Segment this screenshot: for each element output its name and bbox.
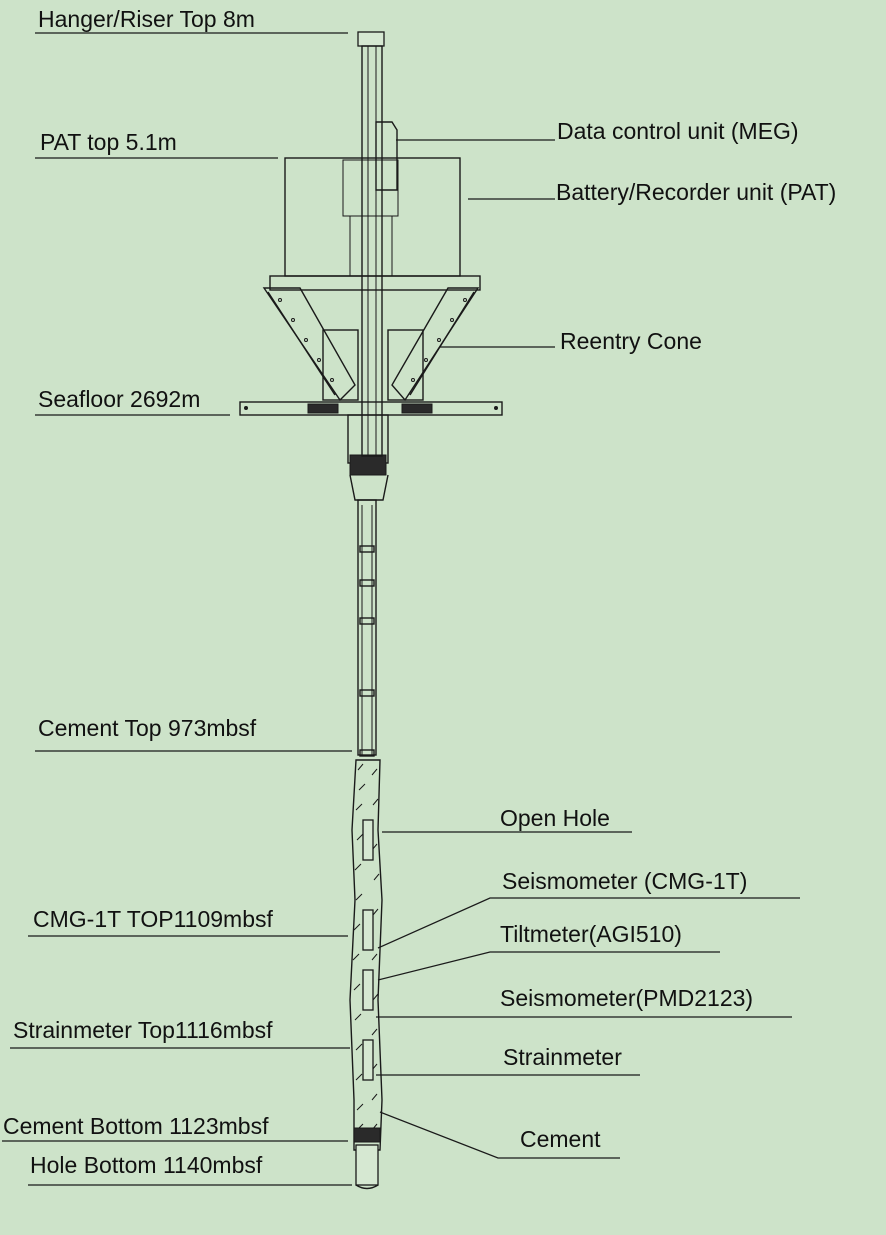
label-data-control-unit: Data control unit (MEG) [557, 118, 799, 144]
label-open-hole: Open Hole [500, 805, 610, 831]
open-hole-section [349, 759, 383, 1190]
riser-pipe [357, 31, 385, 457]
label-seismometer-pmd: Seismometer(PMD2123) [500, 985, 753, 1011]
leader-tiltmeter [377, 951, 720, 981]
label-cement-bottom: Cement Bottom 1123mbsf [3, 1113, 269, 1139]
label-hole-bottom: Hole Bottom 1140mbsf [30, 1152, 263, 1178]
leader-lines [2, 32, 800, 1186]
label-cement-top: Cement Top 973mbsf [38, 715, 257, 741]
label-reentry-cone: Reentry Cone [560, 328, 702, 354]
label-hanger-riser-top: Hanger/Riser Top 8m [38, 6, 255, 32]
casing-string [357, 499, 377, 757]
pat-housing [269, 157, 481, 291]
meg-unit [375, 121, 398, 191]
label-strainmeter: Strainmeter [503, 1044, 622, 1070]
leader-cement [379, 1111, 620, 1159]
label-cmg-top: CMG-1T TOP1109mbsf [33, 906, 273, 932]
reentry-cone [262, 287, 480, 402]
leader-seismometer-cmg [377, 897, 800, 949]
label-strainmeter-top: Strainmeter Top1116mbsf [13, 1017, 273, 1043]
label-seafloor: Seafloor 2692m [38, 386, 200, 412]
label-pat-top: PAT top 5.1m [40, 129, 177, 155]
label-seismometer-cmg: Seismometer (CMG-1T) [502, 868, 747, 894]
label-battery-recorder: Battery/Recorder unit (PAT) [556, 179, 836, 205]
label-tiltmeter: Tiltmeter(AGI510) [500, 921, 682, 947]
base-plate [239, 401, 503, 416]
label-cement: Cement [520, 1126, 601, 1152]
